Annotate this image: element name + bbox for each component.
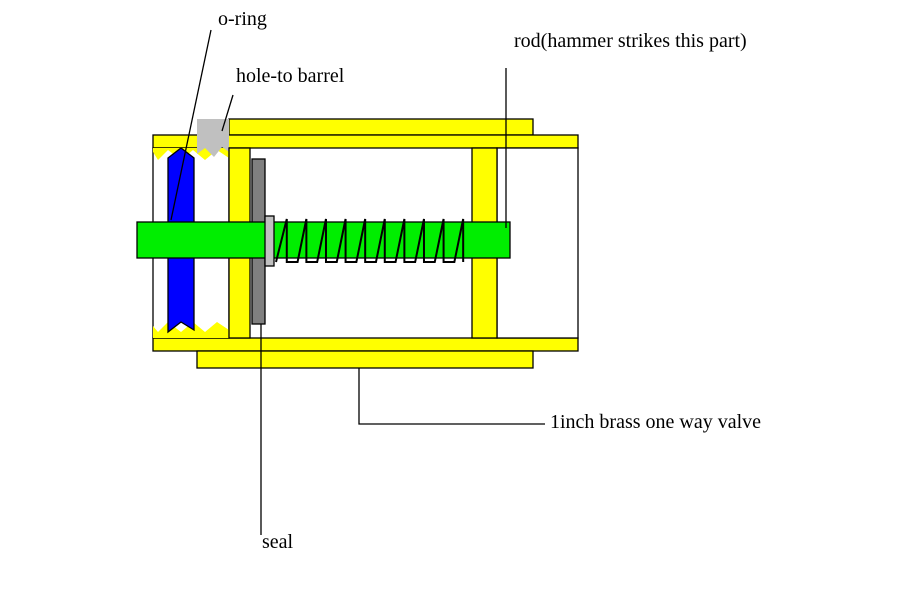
bottom-inner-bar xyxy=(152,337,579,352)
valve-leader xyxy=(358,368,545,425)
label-hole-to-barrel: hole-to barrel xyxy=(236,65,345,87)
top-inner-bar xyxy=(152,134,579,149)
top-outer-bar xyxy=(228,118,534,136)
label-rod: rod(hammer strikes this part) xyxy=(514,30,747,52)
label-valve: 1inch brass one way valve xyxy=(550,411,761,433)
hole-leader xyxy=(221,94,234,132)
spring xyxy=(275,218,465,263)
bottom-outer-bar xyxy=(196,350,534,369)
washer xyxy=(264,215,275,267)
label-o-ring: o-ring xyxy=(218,8,267,30)
hole-to-barrel xyxy=(197,119,229,157)
oring-leader xyxy=(170,29,212,221)
label-seal: seal xyxy=(262,531,294,553)
